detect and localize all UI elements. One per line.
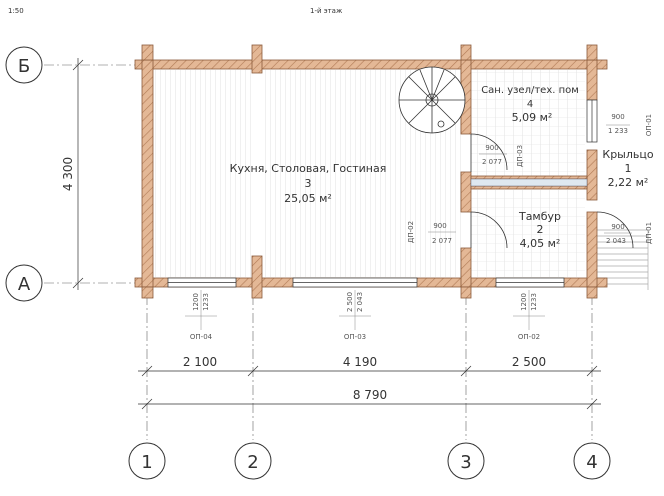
room-tambur-num: 2 [537,223,544,236]
room-porch-area: 2,22 м² [608,176,649,189]
op01-tag: ОП-01 [645,114,653,136]
axis-bubble-b: Б [5,46,43,84]
svg-text:1: 1 [141,452,152,473]
floor-title: 1-й этаж [310,7,343,15]
op04-width: 1200 [192,293,200,311]
axis-bubble-1: 1 [128,442,166,480]
dim-span-3: 2 500 [512,355,546,369]
room-tambur-name: Тамбур [518,210,561,223]
dim-span-2: 4 190 [343,355,377,369]
windows-bottom [167,99,598,288]
dp01-height: 2 043 [606,237,626,245]
doors [470,133,634,249]
axis-bubble-2: 2 [234,442,272,480]
room-porch-name: Крыльцо [602,148,653,161]
op01-width: 900 [611,113,624,121]
floor-tambur [471,190,585,277]
svg-text:3: 3 [460,452,471,473]
dp03-height: 2 077 [482,158,502,166]
room-kitchen-num: 3 [305,177,312,190]
op02-tag: ОП-02 [518,333,540,341]
op03-width: 2 500 [346,292,354,312]
op01-height: 1 233 [608,127,628,135]
room-bath-num: 4 [527,99,533,110]
axis-bubble-4: 4 [573,442,611,480]
partition-glass [470,178,588,187]
dp02-tag: ДП-02 [407,221,415,243]
dp03-tag: ДП-03 [516,145,524,167]
op03-height: 2 043 [356,292,364,312]
op04-height: 1233 [202,293,210,311]
height-dimension [72,58,84,290]
scale-label: 1:50 [8,7,24,15]
op02-height: 1233 [530,293,538,311]
room-porch-num: 1 [625,162,632,175]
op04-tag: ОП-04 [190,333,213,341]
height-dim-label: 4 300 [61,157,75,191]
dim-total: 8 790 [353,388,387,402]
dp02-height: 2 077 [432,237,452,245]
svg-text:2: 2 [247,452,258,473]
spiral-stair [398,66,466,134]
opening-marks [185,290,545,330]
svg-text:Б: Б [18,56,30,77]
svg-text:4: 4 [586,452,597,473]
op03-tag: ОП-03 [344,333,366,341]
room-kitchen-area: 25,05 м² [284,192,332,205]
dim-span-1: 2 100 [183,355,217,369]
room-tambur-area: 4,05 м² [520,237,561,250]
floor-bathroom [471,70,585,176]
dp01-tag: ДП-01 [645,222,653,244]
op02-width: 1200 [520,293,528,311]
axis-bubble-a: А [5,264,43,302]
dp02-width: 900 [433,222,446,230]
dp03-width: 900 [485,144,498,152]
section-dimensions [138,365,601,410]
room-kitchen-name: Кухня, Столовая, Гостиная [230,162,387,175]
dp01-width: 900 [611,223,624,231]
room-bath-area: 5,09 м² [512,111,553,124]
axis-bubble-3: 3 [447,442,485,480]
grid-axes [44,64,593,440]
svg-text:А: А [18,274,31,295]
floor-kitchen-left [155,70,251,277]
room-bath-name: Сан. узел/тех. пом [481,85,579,96]
